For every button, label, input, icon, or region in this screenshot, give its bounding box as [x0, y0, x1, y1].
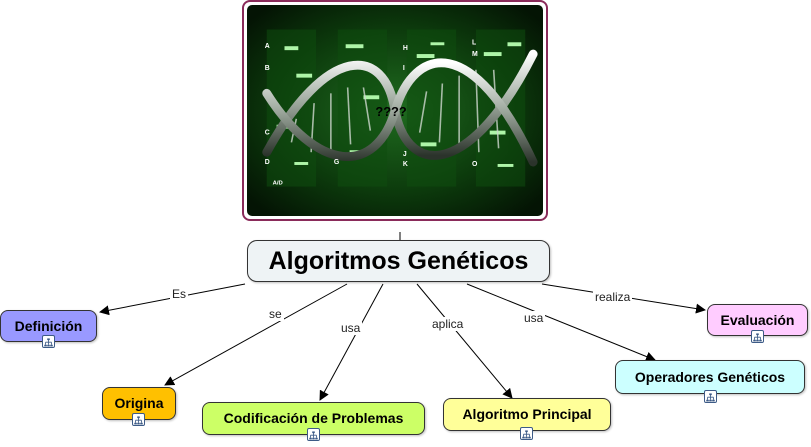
- gel-letter: M: [472, 51, 478, 58]
- dna-image: ???? A B C D G H I J K L M O A/D: [242, 0, 548, 221]
- submap-icon[interactable]: [751, 330, 764, 343]
- gel-letter: C: [265, 130, 270, 137]
- link-label-realiza: realiza: [593, 290, 633, 304]
- gel-letter: A: [265, 43, 270, 50]
- link-codificacion: [319, 283, 384, 401]
- dna-question-marks: ????: [375, 104, 407, 119]
- gel-letter: A/D: [273, 181, 283, 187]
- link-algoritmo: [416, 283, 513, 399]
- main-topic-node[interactable]: Algoritmos Genéticos: [247, 240, 550, 282]
- gel-letter: O: [472, 161, 478, 168]
- link-label-usa-codificacion: usa: [339, 321, 363, 335]
- link-label-es: Es: [170, 287, 189, 301]
- link-origina: [164, 283, 348, 386]
- concept-label: Operadores Genéticos: [634, 369, 786, 385]
- link-label-se: se: [267, 307, 284, 321]
- gel-letters: A B C D G H I J K L M O A/D: [265, 39, 478, 186]
- gel-letter: G: [334, 159, 339, 166]
- concept-label: Evaluación: [720, 312, 795, 328]
- gel-letter: K: [403, 161, 408, 168]
- concept-label: Algoritmo Principal: [462, 406, 592, 422]
- gel-letter: L: [472, 39, 476, 46]
- dna-helix-picture: ???? A B C D G H I J K L M O A/D: [247, 5, 543, 216]
- gel-letter: I: [403, 65, 405, 72]
- gel-letter: H: [403, 45, 408, 52]
- gel-letter: B: [265, 65, 270, 72]
- concept-label: Origina: [114, 395, 164, 411]
- concept-operadores[interactable]: Operadores Genéticos: [615, 360, 805, 394]
- concept-label: Codificación de Problemas: [223, 410, 404, 426]
- submap-icon[interactable]: [704, 390, 717, 403]
- link-operadores: [466, 283, 656, 362]
- submap-icon[interactable]: [42, 335, 55, 348]
- submap-icon[interactable]: [520, 427, 533, 440]
- helix-strand-b: [262, 58, 538, 167]
- submap-icon[interactable]: [132, 413, 145, 426]
- concept-origina[interactable]: Origina: [102, 387, 176, 420]
- gel-letter: D: [265, 159, 270, 166]
- main-topic-label: Algoritmos Genéticos: [268, 247, 529, 275]
- gel-letter: J: [403, 151, 407, 158]
- submap-icon[interactable]: [307, 428, 320, 441]
- concept-label: Definición: [14, 318, 83, 334]
- link-label-aplica: aplica: [430, 317, 466, 331]
- link-label-usa-operadores: usa: [522, 311, 546, 325]
